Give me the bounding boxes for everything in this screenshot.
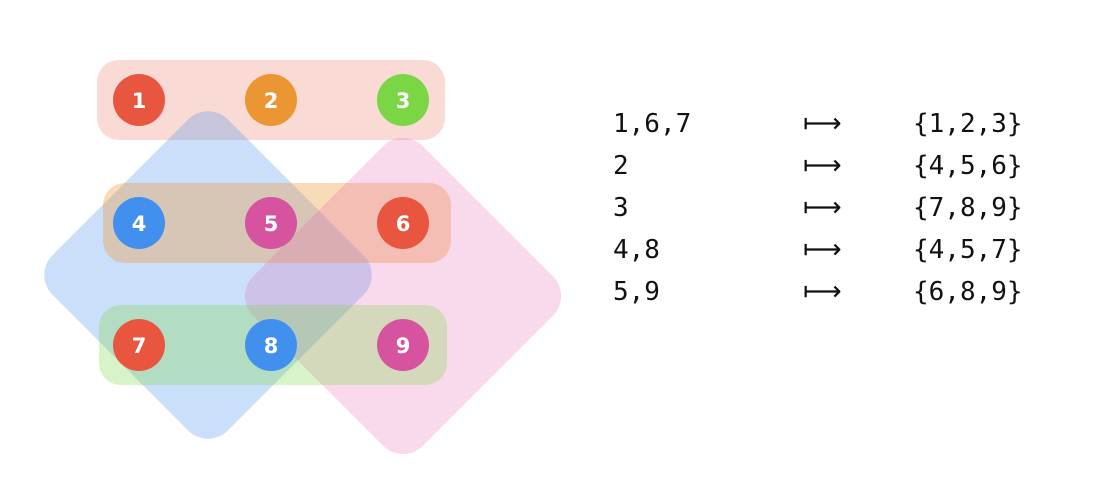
maps-to-icon: ⟼ (803, 192, 842, 223)
group-diamond-magenta (244, 137, 562, 455)
maps-to-icon: ⟼ (803, 234, 842, 265)
node-label: 1 (132, 89, 147, 113)
maps-to-icon: ⟼ (803, 150, 842, 181)
mapping-target: {7,8,9} (913, 193, 1023, 223)
node-circle (377, 74, 429, 126)
mapping-row: 1,6,7 ⟼ {1,2,3} (613, 103, 1023, 145)
maps-to-icon: ⟼ (803, 276, 842, 307)
mapping-row: 3 ⟼ {7,8,9} (613, 187, 1023, 229)
mapping-target: {4,5,6} (913, 151, 1023, 181)
mapping-row: 2 ⟼ {4,5,6} (613, 145, 1023, 187)
node-label: 7 (132, 334, 147, 358)
group-shapes (44, 60, 562, 455)
node-label: 6 (396, 212, 411, 236)
mapping-target: {6,8,9} (913, 277, 1023, 307)
mapping-table: 1,6,7 ⟼ {1,2,3} 2 ⟼ {4,5,6} 3 ⟼ {7,8,9} … (613, 103, 1023, 313)
mapping-source: 1,6,7 (613, 109, 692, 139)
node-9[interactable]: 9 (377, 319, 429, 371)
node-5[interactable]: 5 (245, 197, 297, 249)
node-4[interactable]: 4 (113, 197, 165, 249)
mapping-source: 4,8 (613, 235, 660, 265)
mapping-target: {1,2,3} (913, 109, 1023, 139)
node-8[interactable]: 8 (245, 319, 297, 371)
node-circle (377, 319, 429, 371)
mapping-target: {4,5,7} (913, 235, 1023, 265)
node-circle (245, 74, 297, 126)
node-7[interactable]: 7 (113, 319, 165, 371)
node-circle (113, 74, 165, 126)
node-6[interactable]: 6 (377, 197, 429, 249)
node-1[interactable]: 1 (113, 74, 165, 126)
node-2[interactable]: 2 (245, 74, 297, 126)
node-label: 5 (264, 212, 279, 236)
node-circle (113, 197, 165, 249)
maps-to-icon: ⟼ (803, 108, 842, 139)
mapping-row: 4,8 ⟼ {4,5,7} (613, 229, 1023, 271)
node-label: 9 (396, 334, 411, 358)
node-label: 8 (264, 334, 279, 358)
mapping-row: 5,9 ⟼ {6,8,9} (613, 271, 1023, 313)
mapping-source: 3 (613, 193, 629, 223)
mapping-source: 2 (613, 151, 629, 181)
node-circle (377, 197, 429, 249)
node-label: 2 (264, 89, 279, 113)
node-circle (245, 197, 297, 249)
node-3[interactable]: 3 (377, 74, 429, 126)
nodes: 1 2 3 4 5 6 (113, 74, 429, 371)
node-label: 3 (396, 89, 411, 113)
node-circle (245, 319, 297, 371)
mapping-source: 5,9 (613, 277, 660, 307)
node-label: 4 (132, 212, 147, 236)
node-circle (113, 319, 165, 371)
